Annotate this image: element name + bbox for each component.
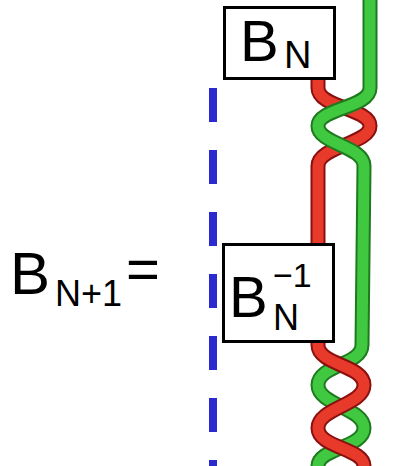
math-symbol: B bbox=[240, 12, 279, 70]
math-index: N+1 bbox=[55, 276, 122, 312]
math-symbol: B bbox=[229, 268, 268, 326]
math-index: N bbox=[284, 36, 311, 74]
math-index: −1 bbox=[273, 258, 312, 292]
equals-sign: = bbox=[126, 240, 160, 298]
red-strand-outline bbox=[318, 340, 364, 466]
braid-box: BN bbox=[223, 6, 336, 80]
dashed-strand bbox=[209, 88, 217, 466]
math-index: N bbox=[273, 300, 299, 336]
red-strand bbox=[318, 340, 364, 466]
math-symbol: B bbox=[10, 244, 50, 304]
braid-box: B−1N bbox=[222, 243, 335, 343]
